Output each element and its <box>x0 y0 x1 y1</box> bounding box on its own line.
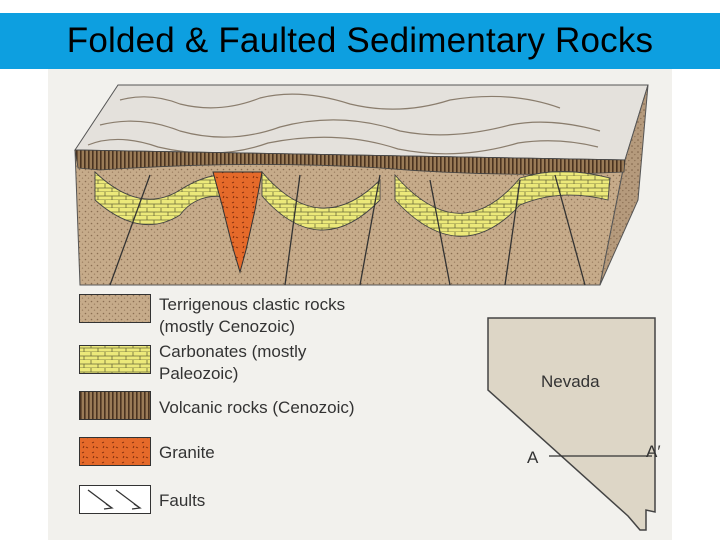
fault-arrows-swatch <box>79 485 151 514</box>
dotted-brown-swatch <box>79 294 151 323</box>
legend-label-clastic-line2: (mostly Cenozoic) <box>159 317 296 336</box>
legend-label-carbonates-line1: Carbonates (mostly <box>159 342 307 361</box>
map-label-section-start: A <box>527 448 539 467</box>
nevada-map-outline <box>487 317 656 531</box>
dotted-brown-swatch-fill <box>80 295 150 322</box>
fault-arrows-icon <box>87 489 142 510</box>
legend-label-granite: Granite <box>159 443 215 462</box>
map-label-nevada: Nevada <box>541 372 600 391</box>
legend-label-clastic-line1: Terrigenous clastic rocks <box>159 295 346 314</box>
brick-yellow-swatch <box>79 345 151 374</box>
slide-title: Folded & Faulted Sedimentary Rocks <box>66 21 654 60</box>
side-face-clastic <box>599 84 649 286</box>
striped-brown-swatch <box>79 391 151 420</box>
block-top-surface <box>74 84 649 161</box>
title-bar: Folded & Faulted Sedimentary Rocks <box>0 13 720 69</box>
terrain-ridges <box>87 93 601 155</box>
carbonate-fold-center <box>261 170 381 231</box>
legend-label-volcanic: Volcanic rocks (Cenozoic) <box>159 398 355 417</box>
map-label-section-end: A′ <box>646 442 661 461</box>
striped-brown-swatch-fill <box>80 392 150 419</box>
granite-intrusion <box>212 171 263 274</box>
legend-label-carbonates-line2: Paleozoic) <box>159 364 239 383</box>
orange-granite-swatch-fill <box>80 438 150 465</box>
carbonate-fold-right <box>394 171 611 237</box>
brick-yellow-swatch-fill <box>80 346 150 373</box>
orange-granite-swatch <box>79 437 151 466</box>
fault-lines <box>109 174 586 286</box>
legend-label-faults: Faults <box>159 491 206 510</box>
